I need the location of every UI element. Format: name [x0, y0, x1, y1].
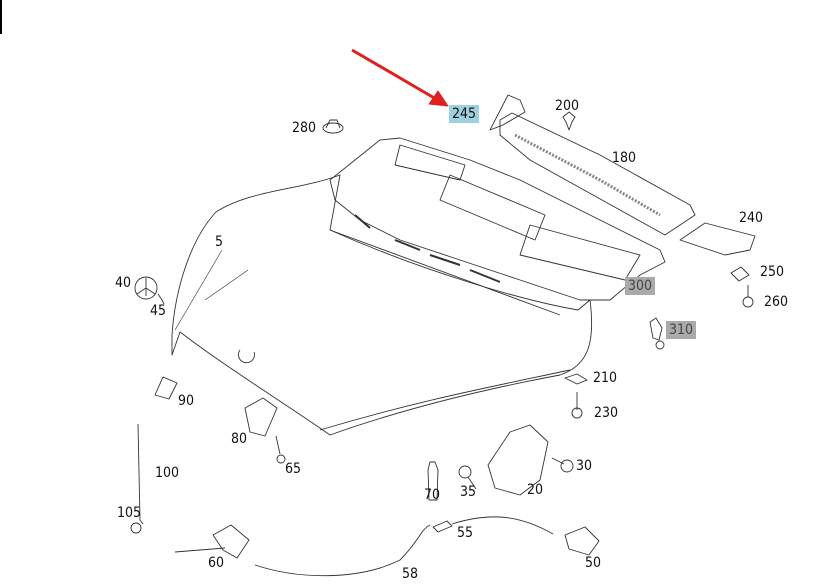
- window-edge: [0, 0, 2, 34]
- part-label-250[interactable]: 250: [760, 264, 785, 280]
- mat-clips: [354, 214, 501, 283]
- pointer-arrow: [351, 48, 449, 107]
- hood-crease: [329, 229, 561, 316]
- grille-mesh: [514, 133, 661, 217]
- part-label-58[interactable]: 58: [402, 566, 419, 582]
- insulation-mat-part: [329, 137, 666, 301]
- leader-lines: [174, 249, 249, 331]
- part-label-55[interactable]: 55: [457, 525, 474, 541]
- hood-edge-line: [319, 369, 571, 431]
- part-label-90[interactable]: 90: [178, 393, 195, 409]
- part-label-35[interactable]: 35: [460, 484, 477, 500]
- part-label-300[interactable]: 300: [625, 277, 656, 295]
- part-label-5[interactable]: 5: [215, 234, 224, 250]
- part-label-100[interactable]: 100: [155, 465, 180, 481]
- part-label-200[interactable]: 200: [555, 98, 580, 114]
- small-parts: [130, 111, 754, 577]
- part-label-260[interactable]: 260: [764, 294, 789, 310]
- part-label-30[interactable]: 30: [576, 458, 593, 474]
- cowl-end-cap-245: [489, 94, 526, 131]
- part-label-80[interactable]: 80: [231, 431, 248, 447]
- part-label-180[interactable]: 180: [612, 150, 637, 166]
- part-label-70[interactable]: 70: [424, 487, 441, 503]
- mat-panels: [394, 144, 641, 281]
- part-label-230[interactable]: 230: [594, 405, 619, 421]
- cowl-grille-part: [499, 112, 696, 236]
- part-label-20[interactable]: 20: [527, 482, 544, 498]
- part-label-65[interactable]: 65: [285, 461, 302, 477]
- part-label-40[interactable]: 40: [115, 275, 132, 291]
- part-label-45[interactable]: 45: [150, 303, 167, 319]
- part-label-280[interactable]: 280: [292, 120, 317, 136]
- part-label-310[interactable]: 310: [666, 321, 697, 339]
- part-label-240[interactable]: 240: [739, 210, 764, 226]
- hood-emblem-hole: [238, 349, 255, 364]
- part-label-245[interactable]: 245: [449, 105, 480, 123]
- part-label-210[interactable]: 210: [593, 370, 618, 386]
- part-label-60[interactable]: 60: [208, 555, 225, 571]
- hood-part: [171, 174, 593, 436]
- part-label-105[interactable]: 105: [117, 505, 142, 521]
- cowl-end-cap-240: [679, 222, 756, 256]
- part-label-50[interactable]: 50: [585, 555, 602, 571]
